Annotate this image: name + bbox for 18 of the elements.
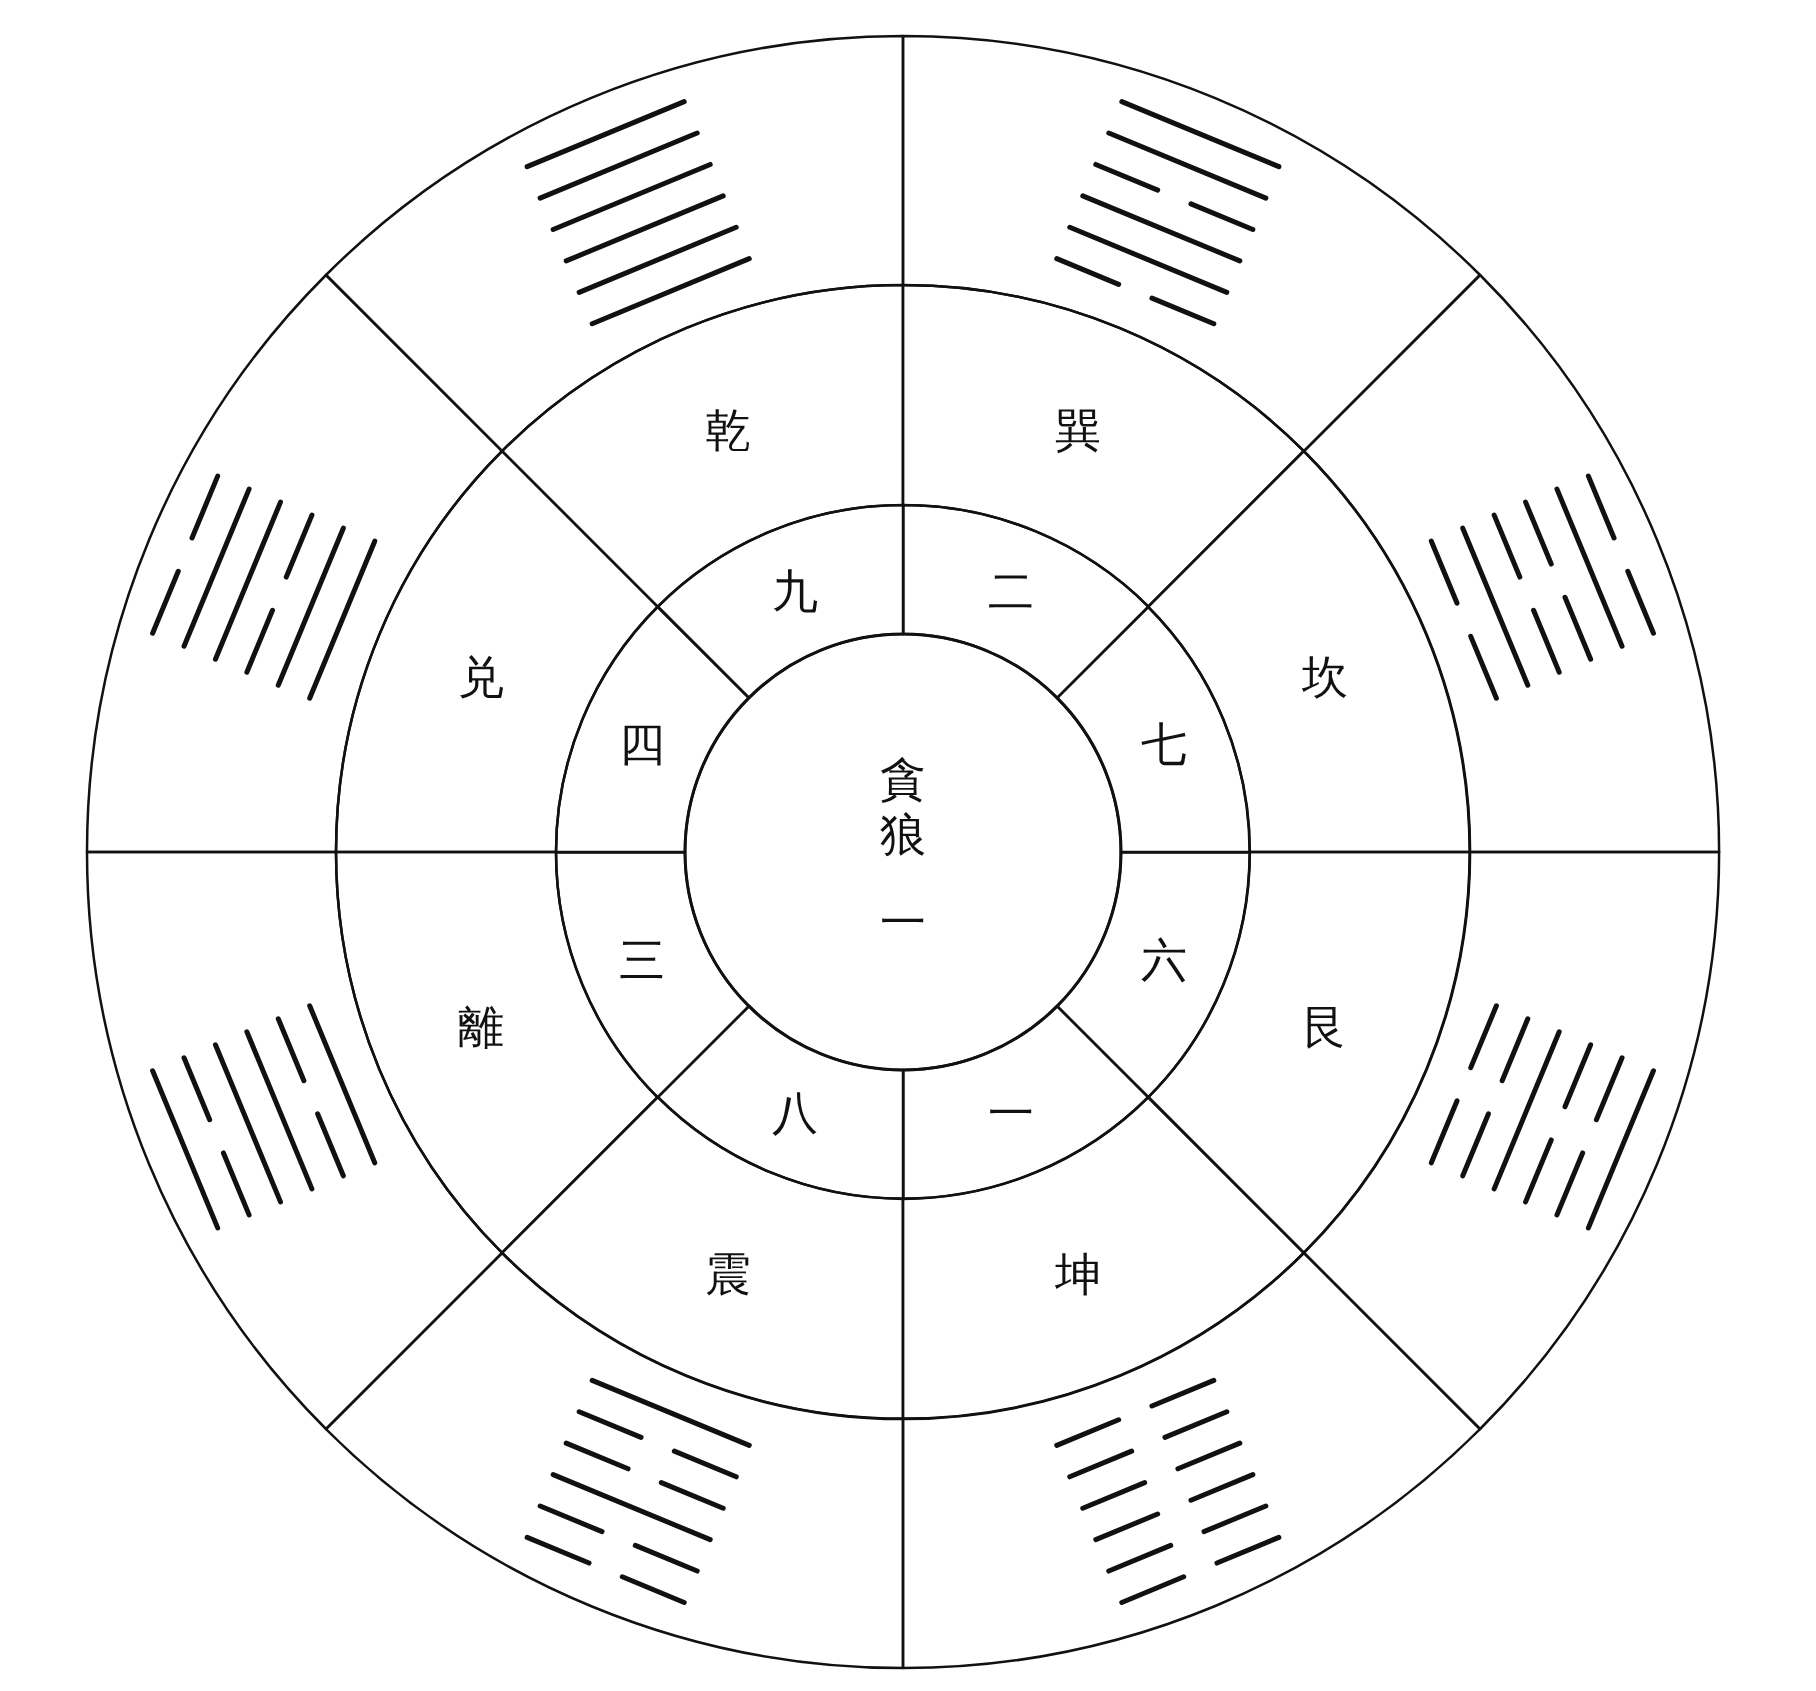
- trigram-name: 震: [705, 1251, 752, 1298]
- trigram-name: 兑: [457, 654, 504, 701]
- trigram-name: 艮: [1302, 1003, 1349, 1050]
- trigram-name: 坎: [1302, 654, 1349, 701]
- number-label: 八: [771, 1090, 818, 1136]
- trigram-name: 巽: [1054, 406, 1101, 453]
- number-label: 六: [1141, 937, 1187, 984]
- number-label: 三: [619, 937, 665, 984]
- center-title: 貪狼: [880, 751, 926, 863]
- number-label: 四: [619, 720, 665, 767]
- number-label: 一: [988, 1090, 1035, 1136]
- trigram-name: 離: [457, 1003, 504, 1050]
- trigram-name: 乾: [705, 406, 752, 453]
- number-label: 二: [988, 568, 1035, 614]
- number-label: 九: [771, 568, 818, 614]
- number-label: 七: [1141, 720, 1187, 767]
- trigram-name: 坤: [1054, 1251, 1101, 1298]
- center-number: 一: [880, 899, 926, 945]
